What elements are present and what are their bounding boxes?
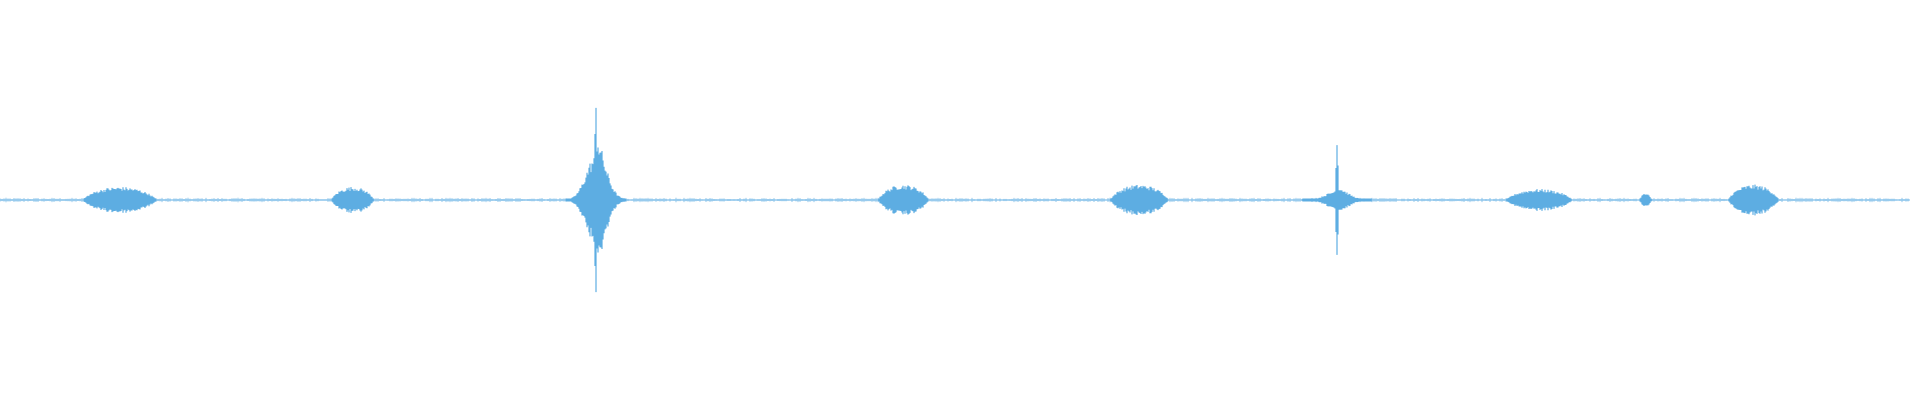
waveform-event-4 — [878, 185, 929, 215]
waveform-event-6 — [1302, 145, 1372, 255]
waveform-event-5 — [1110, 184, 1168, 216]
waveform-event-3 — [565, 107, 627, 293]
waveform-event-1 — [83, 187, 157, 213]
waveform-event-7 — [1506, 189, 1572, 211]
noise-floor — [0, 197, 1909, 203]
waveform-samples — [0, 107, 1909, 293]
waveform-event-9 — [1728, 184, 1779, 216]
waveform-event-2 — [331, 187, 374, 213]
waveform-event-8 — [1639, 194, 1652, 206]
